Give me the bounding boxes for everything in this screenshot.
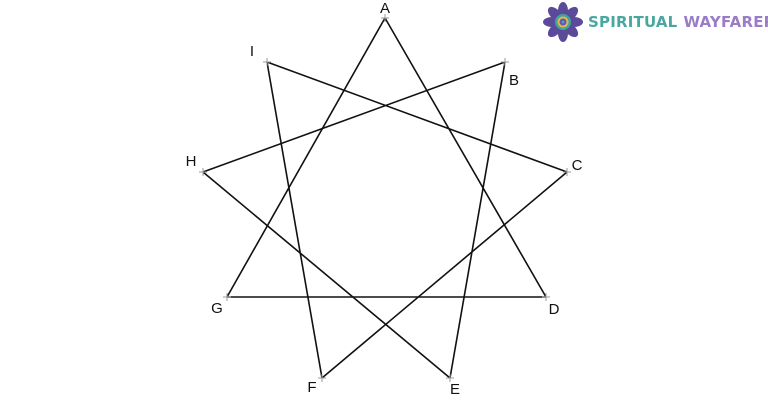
- vertex-mark-A: [381, 14, 389, 22]
- vertex-label-B: B: [509, 72, 519, 89]
- vertex-label-G: G: [211, 300, 223, 317]
- vertex-mark-B: [501, 58, 509, 66]
- edge-C-F: [321, 171, 568, 379]
- edge-E-H: [202, 171, 451, 379]
- vertex-mark-E: [446, 374, 454, 382]
- edge-B-E: [449, 61, 506, 379]
- edge-I-C: [266, 61, 568, 173]
- vertex-mark-H: [199, 168, 207, 176]
- vertex-mark-F: [318, 374, 326, 382]
- vertex-label-D: D: [549, 301, 560, 318]
- edge-F-I: [266, 61, 323, 379]
- vertex-mark-D: [542, 293, 550, 301]
- vertex-label-F: F: [307, 379, 316, 396]
- vertex-mark-G: [223, 293, 231, 301]
- logo: SPIRITUAL WAYFARER: [543, 2, 768, 42]
- edge-G-A: [226, 17, 386, 298]
- vertex-label-C: C: [572, 157, 583, 174]
- mandala-flower-icon: [543, 2, 583, 42]
- vertex-mark-C: [563, 168, 571, 176]
- vertex-label-I: I: [250, 43, 254, 60]
- edge-A-D: [384, 17, 547, 298]
- logo-word-wayfarer: WAYFARER: [683, 13, 768, 31]
- vertex-label-H: H: [186, 153, 197, 170]
- edge-H-B: [202, 61, 506, 173]
- vertex-label-E: E: [450, 381, 460, 398]
- vertex-label-A: A: [380, 0, 390, 17]
- logo-word-spiritual: SPIRITUAL: [588, 13, 678, 31]
- vertex-mark-I: [263, 58, 271, 66]
